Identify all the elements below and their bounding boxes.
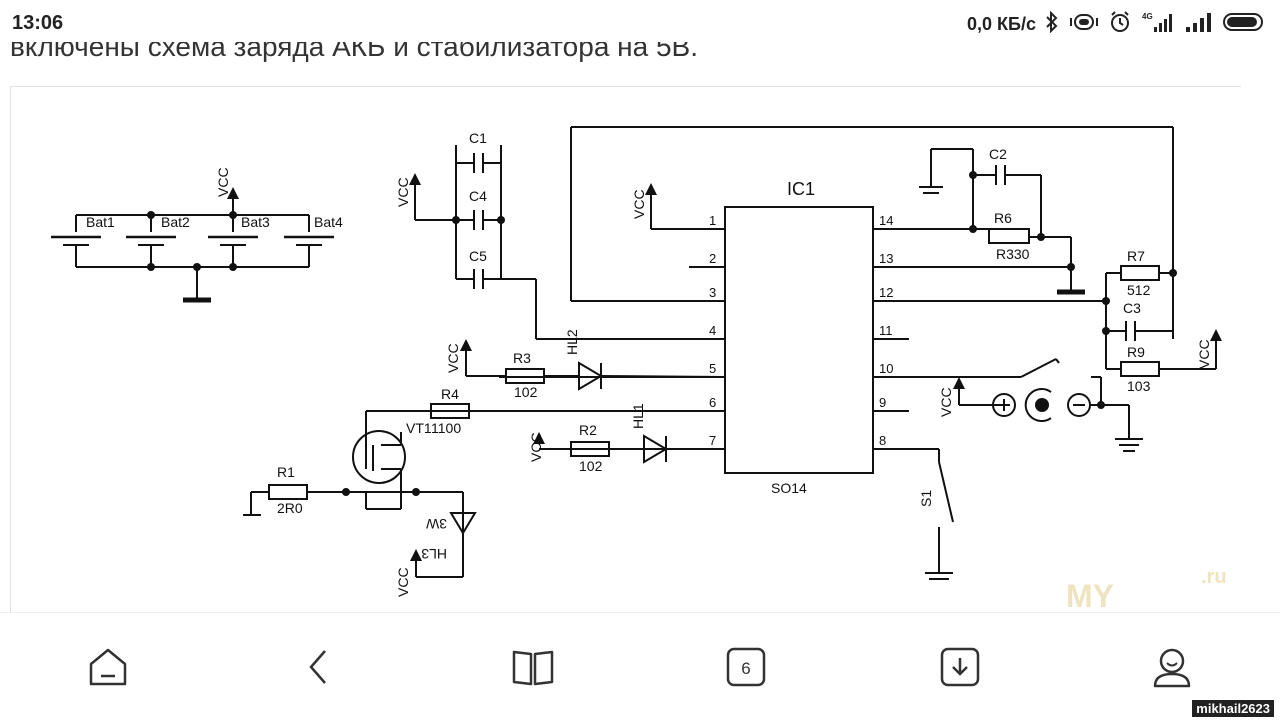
- watermark: MY: [1066, 578, 1114, 613]
- c3-label: C3: [1123, 300, 1141, 316]
- r9-name: R9: [1127, 344, 1145, 360]
- net-speed: 0,0 КБ/с: [967, 13, 1036, 34]
- c4-label: C4: [469, 188, 487, 204]
- r4-value: 1100: [431, 420, 461, 436]
- network-type: 4G: [1142, 12, 1153, 21]
- bat1-label: Bat1: [86, 214, 115, 230]
- download-icon: [940, 647, 980, 687]
- pin-2: 2: [709, 251, 716, 266]
- r1-value: 2R0: [277, 500, 303, 516]
- hl3-label: HL3: [421, 546, 447, 562]
- vcc-label-hl3: VCC: [395, 567, 411, 597]
- c1-label: C1: [469, 130, 487, 146]
- pin-13: 13: [879, 251, 893, 266]
- vcc-label-r2: VCC: [528, 432, 544, 462]
- alarm-icon: [1108, 10, 1132, 39]
- pin-10: 10: [879, 361, 893, 376]
- home-icon: [89, 648, 127, 686]
- book-icon: [512, 650, 554, 686]
- profile-icon: [1153, 648, 1191, 688]
- pin-8: 8: [879, 433, 886, 448]
- pin-9: 9: [879, 395, 886, 410]
- back-icon: [309, 650, 326, 684]
- r3-name: R3: [513, 350, 531, 366]
- signal-icon: [1184, 10, 1214, 39]
- r2-name: R2: [579, 422, 597, 438]
- vibrate-icon: [1068, 11, 1100, 38]
- schematic-diagram: Bat1 Bat2 Bat3 Bat4 VCC VCC VCC VCC VCC …: [51, 126, 1227, 613]
- pin-12: 12: [879, 285, 893, 300]
- r9-value: 103: [1127, 378, 1151, 394]
- r3-value: 102: [514, 384, 538, 400]
- vcc-label-pin1: VCC: [631, 189, 647, 219]
- hl2-label: HL2: [564, 329, 580, 355]
- pin-3: 3: [709, 285, 716, 300]
- bat2-label: Bat2: [161, 214, 190, 230]
- pin-11: 11: [879, 323, 893, 338]
- vcc-label-r3: VCC: [445, 343, 461, 373]
- tabs-icon: 6: [726, 647, 766, 687]
- status-bar: 13:06 0,0 КБ/с 4G: [0, 0, 1280, 48]
- pin-7: 7: [709, 433, 716, 448]
- watermark-tail: .ru: [1201, 566, 1227, 588]
- vcc-label-jack: VCC: [938, 387, 954, 417]
- vcc-label-r9: VCC: [1196, 339, 1212, 369]
- r7-name: R7: [1127, 248, 1145, 264]
- battery-icon: [1222, 10, 1266, 39]
- hl1-label: HL1: [630, 403, 646, 429]
- pin-14: 14: [879, 213, 893, 228]
- back-button[interactable]: [294, 641, 346, 693]
- pin-4: 4: [709, 323, 716, 338]
- home-button[interactable]: [82, 641, 134, 693]
- pin-5: 5: [709, 361, 716, 376]
- pin-1: 1: [709, 213, 716, 228]
- bat3-label: Bat3: [241, 214, 270, 230]
- r6-value: R330: [996, 246, 1030, 262]
- hl3-power-label: 3W: [425, 516, 447, 532]
- downloads-button[interactable]: [934, 641, 986, 693]
- r6-name: R6: [994, 210, 1012, 226]
- r1-name: R1: [277, 464, 295, 480]
- vcc-label-caps: VCC: [395, 177, 411, 207]
- status-time: 13:06: [12, 12, 64, 34]
- r7-value: 512: [1127, 282, 1151, 298]
- tabs-button[interactable]: 6: [720, 641, 772, 693]
- article-text: включены схема заряда АКБ и стабилизатор…: [10, 31, 699, 62]
- bottom-nav: 6 mikhail2623: [0, 612, 1280, 721]
- signal-4g-icon: 4G: [1140, 10, 1176, 39]
- pin-6: 6: [709, 395, 716, 410]
- profile-button[interactable]: [1146, 641, 1198, 693]
- vt1-label: VT1: [406, 420, 432, 436]
- status-icons: 0,0 КБ/с 4G: [967, 10, 1266, 38]
- schematic-figure[interactable]: Bat1 Bat2 Bat3 Bat4 VCC VCC VCC VCC VCC …: [10, 86, 1241, 613]
- ic-name: IC1: [787, 179, 815, 199]
- r2-value: 102: [579, 458, 603, 474]
- bookmarks-button[interactable]: [507, 641, 559, 693]
- bluetooth-icon: [1044, 10, 1060, 38]
- tabs-count: 6: [741, 659, 750, 678]
- s1-label: S1: [918, 490, 934, 507]
- ic-package: SO14: [771, 480, 807, 496]
- vcc-label-bat: VCC: [215, 167, 231, 197]
- bat4-label: Bat4: [314, 214, 343, 230]
- username-tag: mikhail2623: [1192, 700, 1274, 717]
- c2-label: C2: [989, 146, 1007, 162]
- r4-name: R4: [441, 386, 459, 402]
- c5-label: C5: [469, 248, 487, 264]
